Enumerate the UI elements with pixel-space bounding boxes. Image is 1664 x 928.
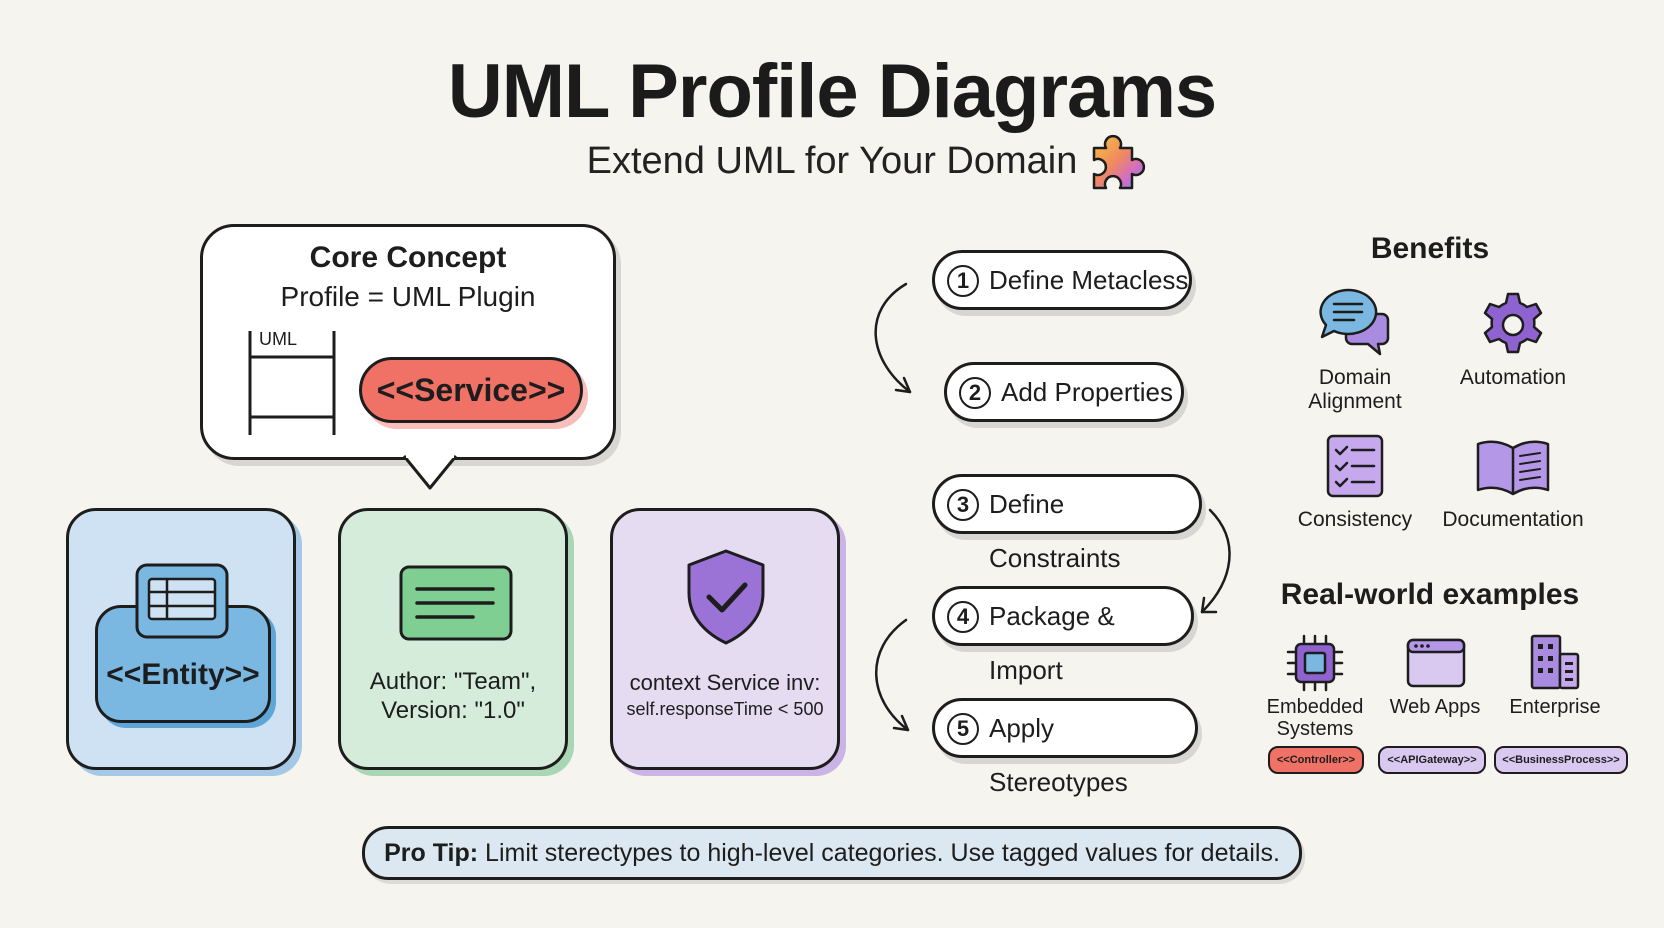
apigateway-tag: <<APIGateway>> <box>1378 746 1486 774</box>
pro-tip-text: Limit sterectypes to high-level categori… <box>478 839 1280 867</box>
benefit-label: Domain <box>1318 366 1392 389</box>
shield-check-icon <box>687 549 765 645</box>
step-flow-arrows <box>874 282 1231 732</box>
browser-window-icon <box>1406 638 1466 688</box>
page-subtitle: Extend UML for Your Domain <box>0 140 1664 183</box>
examples-heading: Real-world examples <box>1280 578 1580 611</box>
pro-tip-prefix: Pro Tip: <box>384 839 479 867</box>
table-icon <box>135 563 229 639</box>
step-number: 4 <box>947 601 979 633</box>
tagged-value-version: Version: "1.0" <box>381 697 525 724</box>
example-label: Systems <box>1276 718 1354 740</box>
step-number: 2 <box>959 377 991 409</box>
step-3: 3 Define Constraints <box>932 474 1202 573</box>
entity-card: <<Entity>> <box>66 508 296 770</box>
open-book-icon <box>1476 440 1550 496</box>
constraint-card: context Service inv: self.responseTime <… <box>610 508 840 770</box>
core-concept-subheading: Profile = UML Plugin <box>280 281 536 312</box>
gear-icon <box>1483 292 1543 354</box>
step-4: 4 Package & Import <box>932 586 1194 685</box>
core-concept-heading: Core Concept <box>309 241 507 274</box>
page-title: UML Profile Diagrams <box>447 49 1217 134</box>
example-label: Embedded <box>1266 696 1364 718</box>
step-number: 5 <box>947 713 979 745</box>
step-label: Define Metacless <box>989 265 1189 295</box>
subtitle-text: Extend UML for Your Domain <box>586 140 1078 182</box>
step-1: 1 Define Metacless <box>932 250 1192 310</box>
constraint-line-1: context Service inv: <box>629 670 821 695</box>
service-stereotype: <<Service>> <box>359 357 583 423</box>
step-label: Add Properties <box>1001 377 1173 407</box>
bubble-tail <box>402 454 458 490</box>
puzzle-piece-icon <box>1092 134 1146 190</box>
text-lines-icon <box>399 565 513 641</box>
buildings-icon <box>1530 634 1580 690</box>
chat-bubbles-icon <box>1319 288 1390 356</box>
step-5: 5 Apply Stereotypes <box>932 698 1198 797</box>
pro-tip-banner: Pro Tip: Limit sterectypes to high-level… <box>362 826 1302 880</box>
benefit-label: Automation <box>1459 366 1567 389</box>
benefit-label: Consistency <box>1297 508 1413 531</box>
checklist-icon <box>1326 434 1384 498</box>
tagged-value-author: Author: "Team", <box>369 668 537 695</box>
core-concept-bubble: Core Concept Profile = UML Plugin UML <<… <box>200 224 616 460</box>
step-label: Apply Stereotypes <box>989 713 1128 797</box>
tagged-values-card: Author: "Team", Version: "1.0" <box>338 508 568 770</box>
step-2: 2 Add Properties <box>944 362 1184 422</box>
constraint-line-2: self.responseTime < 500 <box>626 699 824 719</box>
step-label: Define Constraints <box>989 489 1121 573</box>
step-label: Package & Import <box>989 601 1115 685</box>
uml-frame <box>248 331 336 435</box>
step-number: 3 <box>947 489 979 521</box>
example-label: Web Apps <box>1389 696 1481 718</box>
entity-label: <<Entity>> <box>106 658 260 691</box>
example-label: Enterprise <box>1509 696 1601 718</box>
controller-tag: <<Controller>> <box>1268 746 1364 774</box>
benefit-label: Alignment <box>1308 390 1402 413</box>
benefits-heading: Benefits <box>1370 232 1490 265</box>
chip-icon <box>1286 634 1344 692</box>
uml-label: UML <box>259 329 298 349</box>
step-number: 1 <box>947 265 979 297</box>
benefit-label: Documentation <box>1442 508 1584 531</box>
businessprocess-tag: <<BusinessProcess>> <box>1494 746 1628 774</box>
